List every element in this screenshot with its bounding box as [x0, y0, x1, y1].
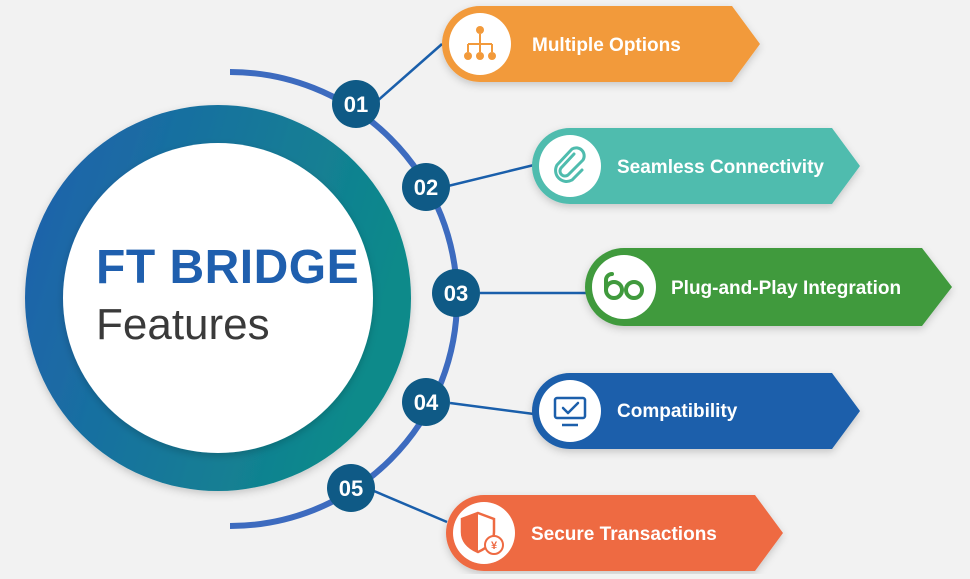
infinity-link-icon — [604, 272, 644, 300]
feature-label-02: Seamless Connectivity — [617, 157, 824, 178]
connector-line-04 — [449, 401, 535, 416]
feature-pill-03: Plug-and-Play Integration — [585, 248, 952, 326]
title-sub: Features — [96, 300, 270, 349]
number-badge-05: 05 — [327, 464, 375, 512]
feature-label-05: Secure Transactions — [531, 524, 717, 545]
feature-pill-01: Multiple Options — [442, 6, 760, 82]
paperclip-icon — [554, 146, 586, 183]
svg-text:02: 02 — [414, 175, 438, 200]
hierarchy-icon — [464, 26, 496, 60]
number-badge-04: 04 — [402, 378, 450, 426]
feature-pill-02: Seamless Connectivity — [532, 128, 860, 204]
feature-pill-05: ¥ Secure Transactions — [446, 495, 783, 571]
feature-label-01: Multiple Options — [532, 35, 681, 56]
feature-label-04: Compatibility — [617, 401, 738, 422]
number-badge-03: 03 — [432, 269, 480, 317]
connector-line-05 — [373, 489, 448, 524]
svg-text:05: 05 — [339, 476, 363, 501]
monitor-check-icon — [553, 396, 587, 427]
connector-line-01 — [374, 43, 443, 104]
number-badge-02: 02 — [402, 163, 450, 211]
center-disc — [63, 143, 373, 453]
svg-text:¥: ¥ — [491, 540, 498, 552]
svg-text:01: 01 — [344, 92, 368, 117]
shield-yen-icon: ¥ — [460, 511, 504, 555]
svg-text:04: 04 — [414, 390, 439, 415]
feature-pill-04: Compatibility — [532, 373, 860, 449]
number-badge-01: 01 — [332, 80, 380, 128]
feature-label-03: Plug-and-Play Integration — [671, 278, 901, 299]
title-main: FT BRIDGE — [96, 241, 360, 294]
svg-text:03: 03 — [444, 281, 468, 306]
connector-line-02 — [447, 163, 535, 188]
